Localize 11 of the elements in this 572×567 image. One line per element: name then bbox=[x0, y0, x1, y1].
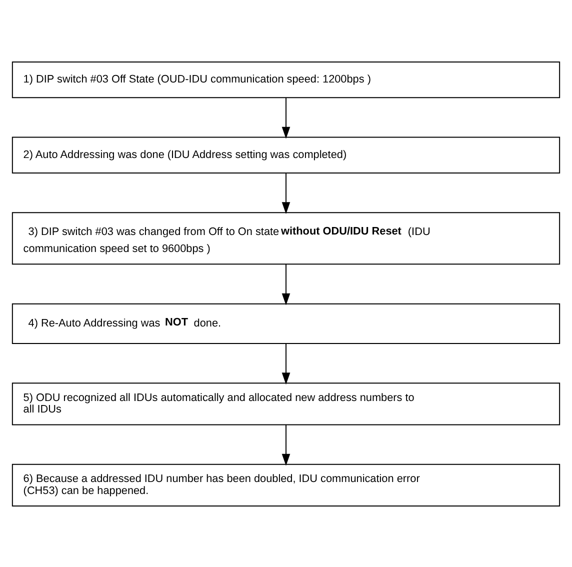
arrow bbox=[282, 263, 290, 305]
node-box: 1) DIP switch #03 Off State (OUD-IDU communication speed: 1200bps ) bbox=[12, 60, 560, 98]
node-box: 2) Auto Addressing was done (IDU Address setting was completed) bbox=[12, 136, 560, 173]
arrow bbox=[282, 172, 290, 214]
node-box: 5) ODU recognized all IDUs automatically and allocated new address numbers to all IDUs bbox=[12, 382, 560, 425]
node-box: 3) DIP switch #03 was changed from Off to On state without ODU/IDU Reset (IDU communication speed set to 9600bps ) bbox=[12, 212, 560, 264]
arrow bbox=[282, 342, 290, 384]
arrow bbox=[282, 96, 290, 138]
node-box: 4) Re-Auto Addressing was NOT done. bbox=[12, 302, 560, 344]
node-box: 6) Because a addressed IDU number has been doubled, IDU communication error (CH53) can be happened. bbox=[12, 463, 560, 506]
arrow bbox=[282, 424, 290, 466]
